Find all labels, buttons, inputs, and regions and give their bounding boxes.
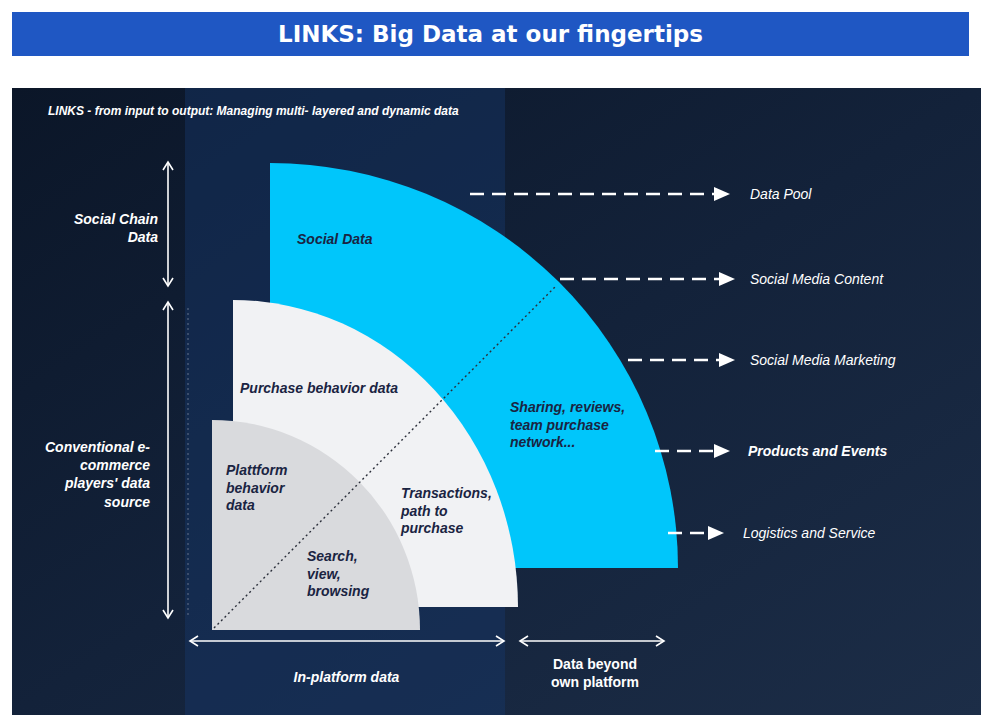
arrowhead <box>719 272 735 286</box>
arrowheads <box>708 187 735 540</box>
range-arrow <box>520 640 664 642</box>
quadrant-shape <box>233 300 518 607</box>
dark-panel <box>12 88 981 715</box>
label-holder: LINKS - from input to output: Managing m… <box>48 104 668 120</box>
label-holder: Conventional e-commerce players' data so… <box>26 438 150 511</box>
label-holder: Social Media Content <box>750 270 970 288</box>
range-arrow <box>190 640 504 642</box>
text-holder: Plattform behavior data <box>226 462 312 515</box>
arrowhead <box>714 187 730 201</box>
label-holder: Products and Events <box>748 442 968 460</box>
text-holder: Search, view, browsing <box>307 548 387 601</box>
dashed-arrow <box>628 359 721 362</box>
dashed-arrow <box>470 193 716 196</box>
range-arrow <box>167 302 169 618</box>
quadrant-fill <box>212 420 420 630</box>
text-holder: Sharing, reviews, team purchase network.… <box>510 399 642 452</box>
band-heading: Purchase behavior data <box>240 380 440 398</box>
band-heading: Social Data <box>297 231 447 249</box>
range-label: Data beyond own platform <box>539 655 651 691</box>
title-banner <box>12 12 969 56</box>
quadrant-band: Social DataSharing, reviews, team purcha… <box>270 163 678 568</box>
band-body: Search, view, browsing <box>307 548 387 601</box>
output-label: Social Media Marketing <box>750 351 970 369</box>
label-holder: Social Chain Data <box>40 210 158 246</box>
range-label: Social Chain Data <box>40 210 158 246</box>
dashed-arrow <box>668 532 710 535</box>
text-holder: Transactions, path to purchase <box>401 485 499 538</box>
output-label: Social Media Content <box>750 270 970 288</box>
output-label: Products and Events <box>748 442 968 460</box>
range-label: Conventional e-commerce players' data so… <box>26 438 150 511</box>
quadrant-band: Plattform behavior dataSearch, view, bro… <box>212 420 420 630</box>
label-holder: In-platform data <box>188 668 505 686</box>
arrowhead <box>708 526 724 540</box>
dashed-arrow <box>655 450 716 453</box>
dashed-arrow <box>560 278 721 281</box>
label-holder: Data Pool <box>750 185 970 203</box>
quadrant-shape <box>270 163 678 568</box>
band-heading: Plattform behavior data <box>226 462 312 515</box>
text-holder: Purchase behavior data <box>240 380 440 398</box>
page-title: LINKS: Big Data at our fingertips <box>12 12 969 56</box>
band-body: Transactions, path to purchase <box>401 485 499 538</box>
output-label: Data Pool <box>750 185 970 203</box>
subtitle: LINKS - from input to output: Managing m… <box>48 104 668 120</box>
label-holder: Logistics and Service <box>743 524 968 542</box>
quadrant-band: Purchase behavior dataTransactions, path… <box>233 300 518 607</box>
range-arrow <box>167 162 169 286</box>
range-label: In-platform data <box>188 668 505 686</box>
output-label: Logistics and Service <box>743 524 968 542</box>
label-holder: Data beyond own platform <box>539 655 651 691</box>
band-body: Sharing, reviews, team purchase network.… <box>510 399 642 452</box>
text-holder: Social Data <box>297 231 447 249</box>
dotted-guide <box>187 308 189 615</box>
label-holder: Social Media Marketing <box>750 351 970 369</box>
arrowhead <box>719 353 735 367</box>
arrowhead <box>714 444 730 458</box>
title-holder: LINKS: Big Data at our fingertips <box>12 12 969 56</box>
